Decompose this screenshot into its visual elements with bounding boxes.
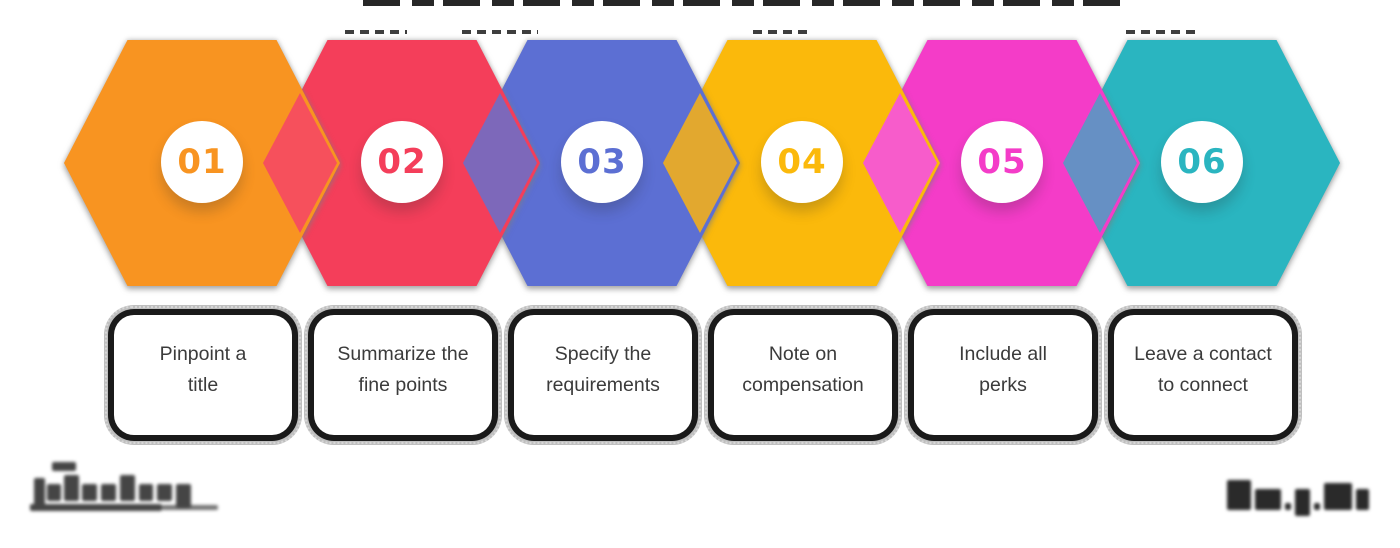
step-number-3: 03 <box>577 142 627 182</box>
logo-blob <box>1227 480 1251 510</box>
logo-blob <box>139 484 153 501</box>
step-number-5: 05 <box>977 142 1027 182</box>
step-number-2: 02 <box>377 142 427 182</box>
shadow-dashes <box>462 30 538 34</box>
step-card-5: Include all perks <box>905 306 1101 444</box>
logo-blob <box>157 484 172 501</box>
step-card-4: Note on compensation <box>705 306 901 444</box>
logo-blob <box>1356 489 1369 510</box>
step-number-1: 01 <box>177 142 227 182</box>
step-number-badge-4: 04 <box>761 121 843 203</box>
step-number-badge-1: 01 <box>161 121 243 203</box>
step-label-1: Pinpoint a title <box>159 343 247 396</box>
logo-blob <box>1285 503 1291 510</box>
shadow-dashes <box>1126 30 1196 34</box>
shadow-dashes <box>753 30 813 34</box>
logo-blob <box>120 475 135 501</box>
logo-blob <box>176 484 191 508</box>
step-number-4: 04 <box>777 142 827 182</box>
step-number-badge-6: 06 <box>1161 121 1243 203</box>
logo-blob <box>64 475 79 501</box>
step-number-6: 06 <box>1177 142 1227 182</box>
shadow-dashes <box>345 30 407 34</box>
top-shadow-streak <box>363 0 1131 6</box>
step-number-badge-3: 03 <box>561 121 643 203</box>
watermark-logo-left <box>30 460 230 515</box>
logo-blob <box>1314 503 1320 510</box>
step-card-1: Pinpoint a title <box>105 306 301 444</box>
step-number-badge-2: 02 <box>361 121 443 203</box>
step-label-5: Include all perks <box>959 343 1047 396</box>
step-label-4: Note on compensation <box>742 343 864 396</box>
logo-blob <box>101 484 116 501</box>
step-number-badge-5: 05 <box>961 121 1043 203</box>
logo-blob <box>82 484 97 501</box>
logo-blob <box>1324 483 1352 510</box>
logo-blob <box>34 478 45 505</box>
logo-blob <box>47 484 61 501</box>
logo-underline <box>162 505 218 510</box>
step-card-2: Summarize the fine points <box>305 306 501 444</box>
step-label-6: Leave a contact to connect <box>1134 343 1272 396</box>
step-card-6: Leave a contact to connect <box>1105 306 1301 444</box>
watermark-logo-right <box>1227 475 1375 517</box>
logo-blob <box>52 462 76 471</box>
step-label-2: Summarize the fine points <box>337 343 469 396</box>
step-label-3: Specify the requirements <box>546 343 660 396</box>
step-card-3: Specify the requirements <box>505 306 701 444</box>
logo-blob <box>1255 489 1281 510</box>
logo-underline <box>30 504 162 511</box>
logo-blob <box>1295 489 1310 516</box>
